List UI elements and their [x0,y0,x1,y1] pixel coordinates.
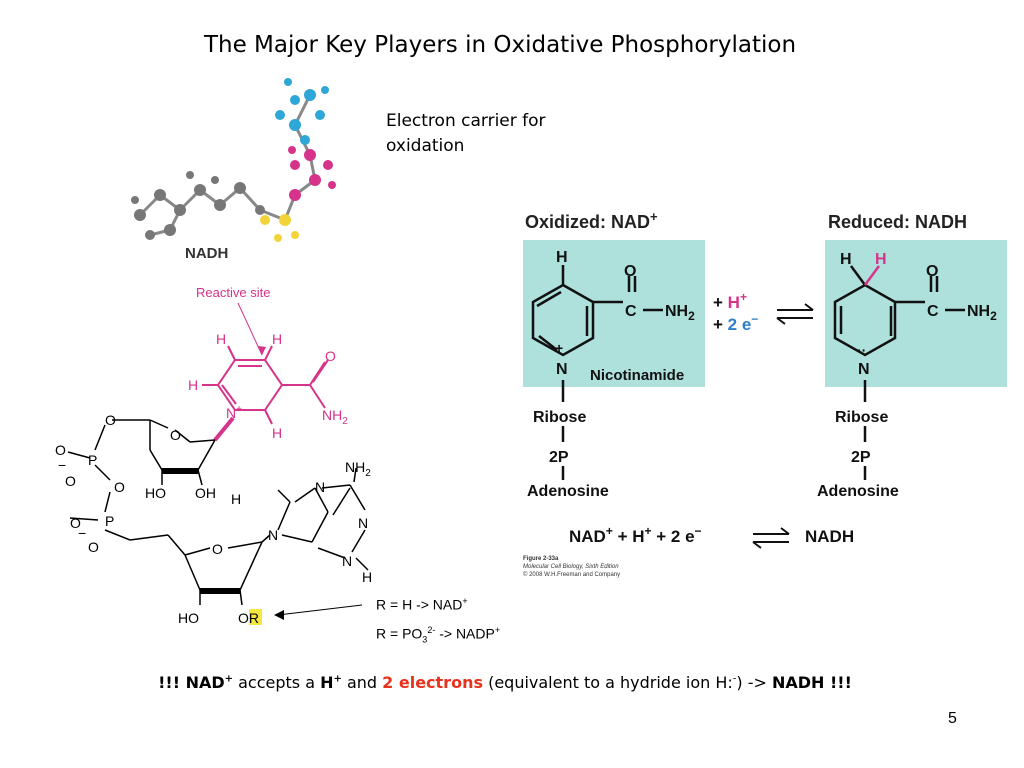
minus-charge: − [58,457,66,473]
atom-n: N [268,527,278,543]
equilibrium-arrow [776,303,814,325]
nadh-3d-model: NADH [131,78,336,262]
atom-o: O [55,442,66,458]
atom-o: O [105,412,116,428]
atom-o: O [70,515,81,531]
figure-credit: © 2008 W.H.Freeman and Company [523,571,620,578]
atom-n: N [358,515,368,531]
ribose-label: Ribose [835,409,888,426]
amide-nh2: NH2 [322,407,348,427]
figure-credit: Figure 2-33a [523,556,559,562]
atom-o: O [212,541,223,557]
atom-o: O [114,479,125,495]
oxidized-panel [523,240,705,387]
atom-c: C [927,303,939,320]
atom-n: N [858,361,870,378]
atom-h: H [188,377,198,393]
reduced-title: Reduced: NADH [828,212,967,232]
figure-credit: Molecular Cell Biology, Sixth Edition [523,564,619,570]
slide-number: 5 [948,710,957,727]
amide-nh2: NH2 [665,303,695,323]
added-hydrogen: H [875,251,887,268]
hydroxyl-oh: OH [195,485,216,501]
hydroxyl-ho: HO [178,610,199,626]
equation-equilibrium-arrow [752,527,790,549]
plus-charge: + [555,340,563,356]
reduced-panel [825,240,1007,387]
minus-charge: − [78,525,86,541]
atom-c: C [625,303,637,320]
two-p-label: 2P [851,449,871,466]
phosphorus-p: P [88,452,97,468]
atom-h: H [231,491,241,507]
atom-h: H [272,425,282,441]
or-group: OR [238,610,259,626]
adenine-nh2: NH2 [345,459,371,479]
atom-h: H [840,251,852,268]
two-p-label: 2P [549,449,569,466]
lone-pair: ·· [857,342,866,358]
oxidized-title: Oxidized: NAD+ [525,209,658,232]
slide-title: The Major Key Players in Oxidative Phosp… [203,32,797,58]
atom-n: N [342,553,352,569]
atom-o: O [65,473,76,489]
atom-n-plus: N+ [226,404,242,421]
atom-o: O [170,427,181,443]
nicotinamide-label: Nicotinamide [590,367,684,384]
caption-line-1: Electron carrier for [386,111,546,131]
nad-nadh-reaction-figure: Oxidized: NAD+ Reduced: NADH H O C NH2 N… [523,209,1007,578]
nad-structure: Reactive site H H H H O NH2 N+ O HO OH [55,285,372,626]
atom-o: O [926,263,938,280]
atom-h: H [216,331,226,347]
atom-h: H [272,331,282,347]
atom-n: N [556,361,568,378]
net-equation: NAD+ + H+ + 2 e− [569,524,702,546]
atom-n: N [315,479,325,495]
atom-o: O [88,539,99,555]
reactive-site-label: Reactive site [196,285,270,300]
hydroxyl-ho: HO [145,485,166,501]
r-def-nad: R = H -> NAD+ [376,596,468,613]
plus-h-reagent: + H+ [713,290,747,312]
amide-nh2: NH2 [967,303,997,323]
r-def-nadp: R = PO32- -> NADP+ [376,625,501,645]
phosphorus-p: P [105,513,114,529]
adenosine-label: Adenosine [527,483,609,500]
atom-o: O [325,348,336,364]
caption: Electron carrier for oxidation [386,109,546,159]
plus-2e-reagent: + 2 e− [713,312,758,334]
caption-line-2: oxidation [386,136,465,156]
nadh-model-label: NADH [185,245,228,262]
atom-h: H [362,569,372,585]
summary-statement: !!! NAD+ accepts a H+ and 2 electrons (e… [158,673,852,692]
atom-o: O [624,263,636,280]
atom-h: H [556,249,568,266]
equation-nadh: NADH [805,527,854,546]
ribose-label: Ribose [533,409,586,426]
adenosine-label: Adenosine [817,483,899,500]
